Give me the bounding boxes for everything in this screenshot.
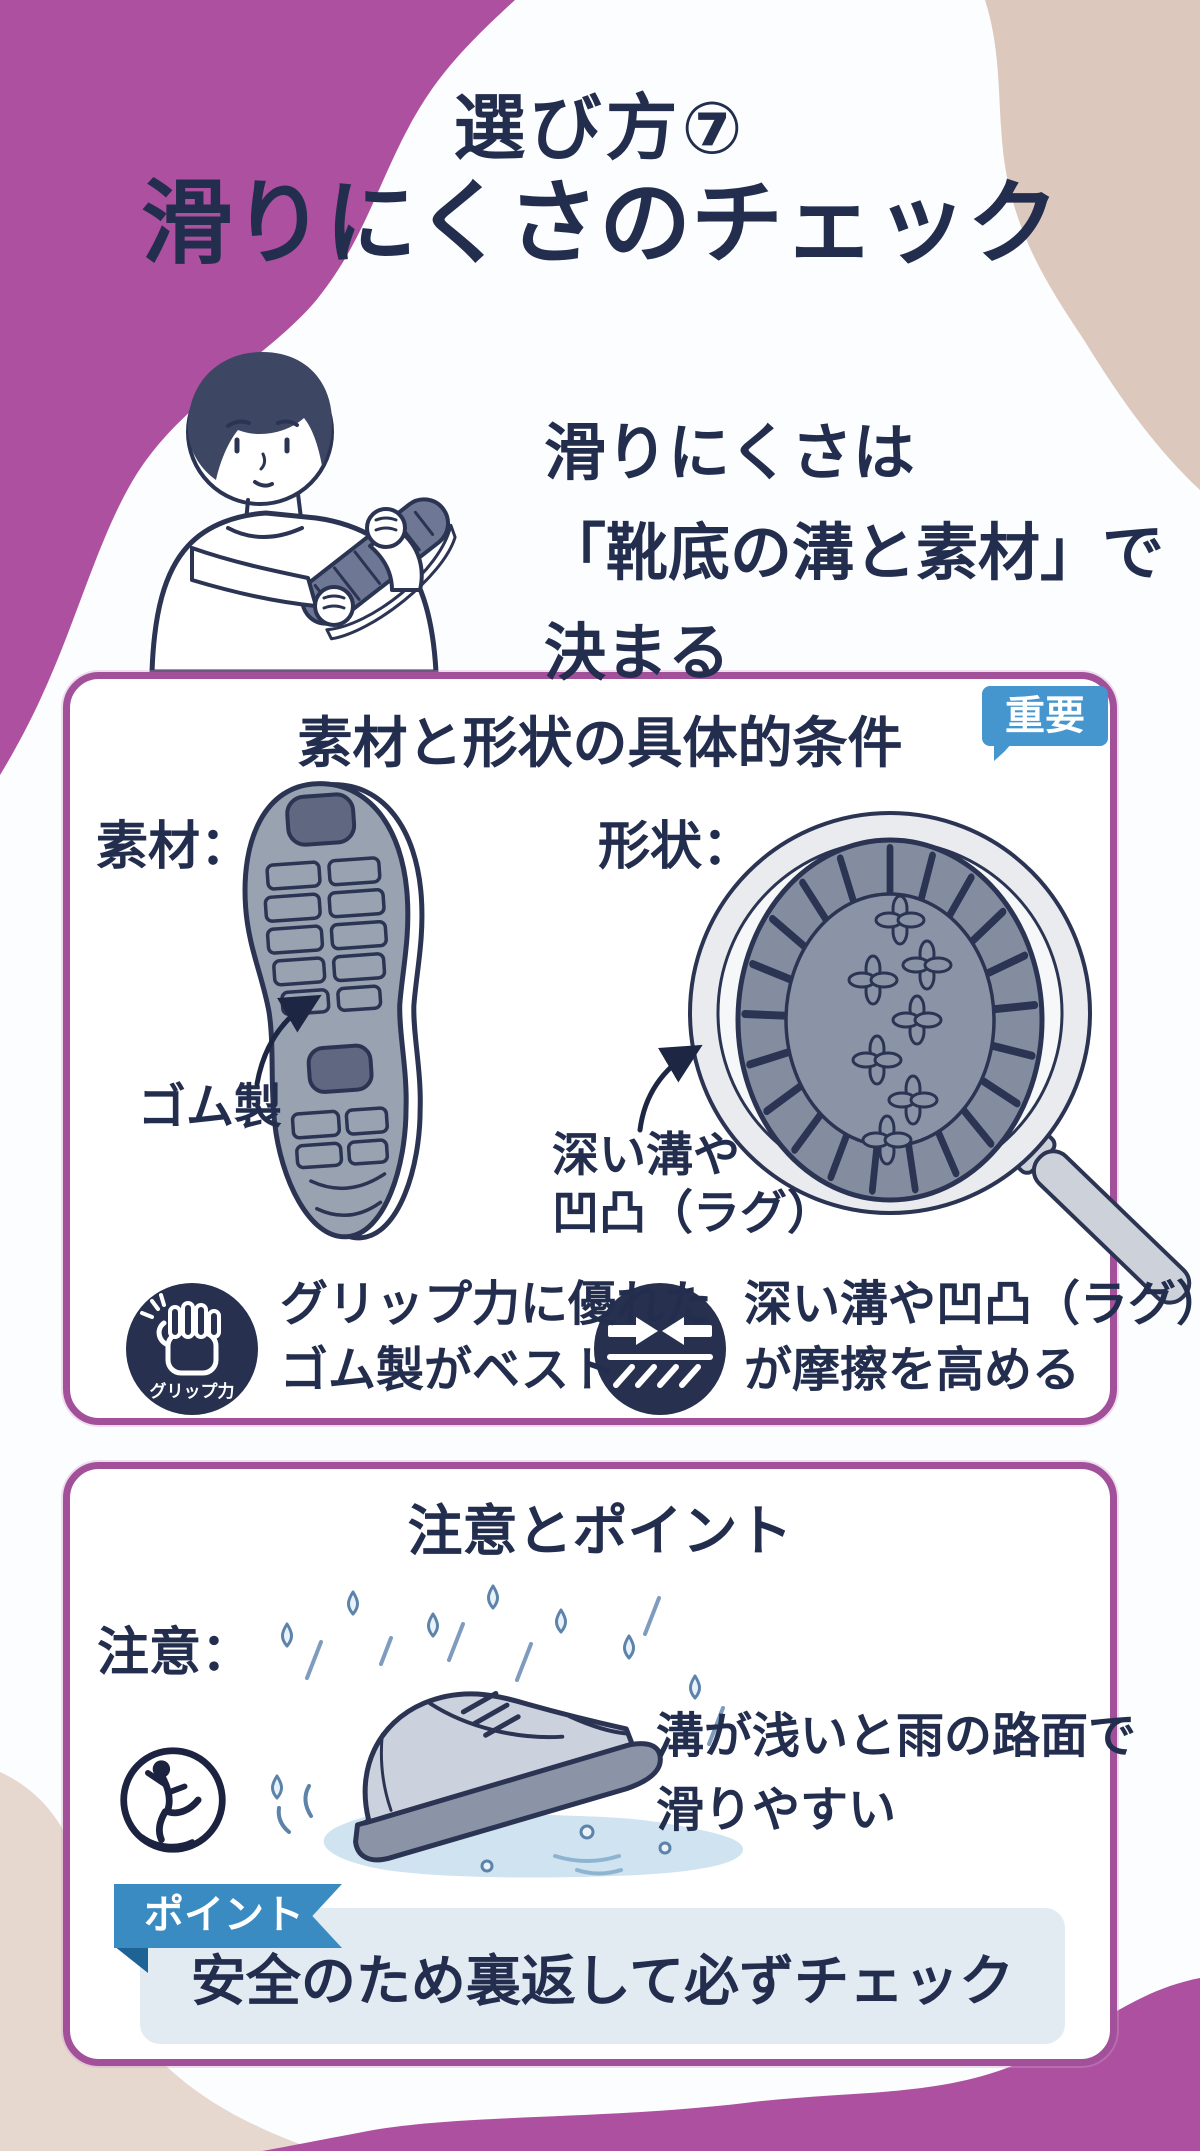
important-badge: 重要: [982, 686, 1108, 761]
raindrops: [271, 1584, 701, 1800]
page-title: 滑りにくさのチェック: [140, 173, 1060, 275]
grip-hand-icon: グリップ力: [126, 1283, 258, 1415]
man-holding-shoe-illustration: [149, 352, 457, 672]
caution-line-2: 滑りやすい: [656, 1784, 897, 1837]
groove-note-line-2: 凹凸（ラグ）: [552, 1186, 834, 1239]
groove-note: 深い溝や 凹凸（ラグ）: [552, 1126, 834, 1242]
man-hair: [187, 352, 332, 480]
sole-toe-plate: [285, 792, 357, 847]
rain-shoe: [353, 1690, 663, 1863]
rain-shoe-illustration: [271, 1584, 744, 1878]
point1-text: グリップ力に優れた ゴム製がベスト: [280, 1272, 712, 1404]
intro-line-2: 「靴底の溝と素材」で: [544, 519, 1165, 588]
shape-label: 形状：: [598, 818, 755, 876]
panel1-heading: 素材と形状の具体的条件: [297, 712, 903, 774]
blob-top-left: [0, 0, 515, 775]
panel2-heading: 注意とポイント: [407, 1500, 793, 1562]
blob-top-right: [985, 0, 1200, 490]
rubber-arrow: [254, 994, 322, 1087]
blob-bottom-right: [262, 1978, 1200, 2151]
page-subtitle: 選び方⑦: [453, 89, 747, 169]
material-label: 素材：: [96, 818, 253, 876]
point-box-text: 安全のため裏返して必ずチェック: [190, 1950, 1015, 2012]
point2-line-1: 深い溝や凹凸（ラグ）: [744, 1278, 1200, 1331]
intro-line-1: 滑りにくさは: [544, 419, 915, 488]
caution-label: 注意：: [97, 1624, 254, 1682]
sole-arch-plate: [306, 1043, 374, 1094]
magnified-sole-pattern: [735, 837, 1045, 1203]
point1-line-1: グリップ力に優れた: [280, 1278, 713, 1331]
caution-line-1: 溝が浅いと雨の路面で: [656, 1710, 1137, 1763]
point-banner: ポイント: [114, 1884, 342, 1948]
intro-line-3: 決まる: [544, 619, 731, 688]
rubber-sole-illustration: [242, 781, 425, 1241]
point1-line-2: ゴム製がベスト: [280, 1344, 617, 1397]
intro-text: 滑りにくさは 「靴底の溝と素材」で 決まる: [544, 404, 1164, 704]
grip-icon-label: グリップ力: [150, 1381, 235, 1401]
caution-text: 溝が浅いと雨の路面で 滑りやすい: [656, 1700, 1136, 1848]
groove-arrow: [637, 1044, 703, 1133]
rubber-note: ゴム製: [138, 1081, 283, 1134]
magnifier-icon: [688, 811, 1192, 1305]
point2-text: 深い溝や凹凸（ラグ） が摩擦を高める: [744, 1272, 1200, 1404]
slip-warning-icon: [120, 1747, 226, 1853]
point2-line-2: が摩擦を高める: [744, 1344, 1081, 1397]
friction-arrows-icon: [594, 1283, 726, 1415]
groove-note-line-1: 深い溝や: [552, 1128, 740, 1181]
